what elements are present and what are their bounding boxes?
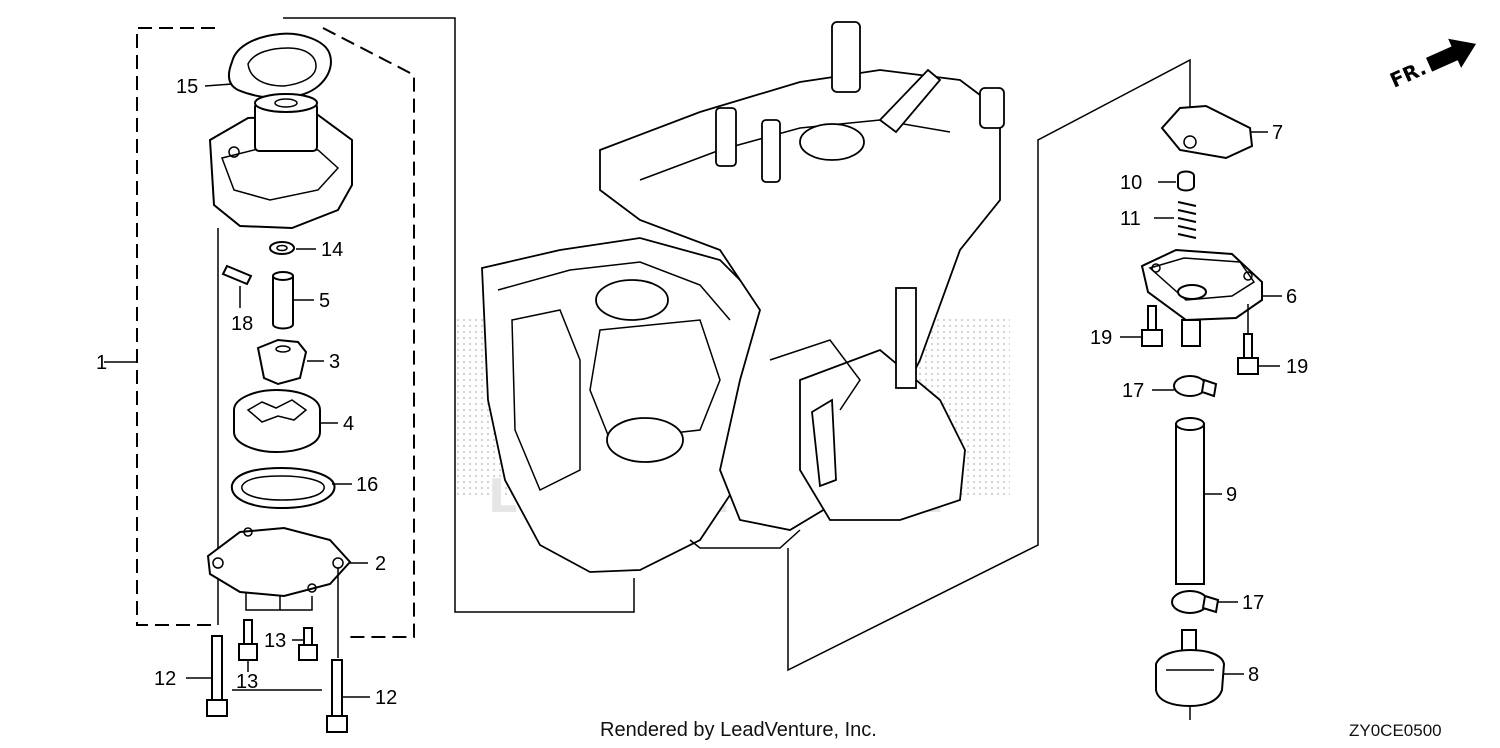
label-18: 18 (231, 313, 253, 335)
label-14: 14 (321, 239, 343, 261)
bolt-13a (238, 619, 258, 661)
label-13a: 13 (236, 671, 258, 693)
dipstick-tube (811, 398, 837, 488)
engine-bracket-line (283, 17, 635, 613)
oil-pump-assembly: 1 2 3 4 5 12 12 13 13 14 15 16 18 (96, 27, 415, 733)
crankcase-edge (497, 261, 731, 321)
label-10: 10 (1120, 172, 1142, 194)
head-stud-c (761, 119, 781, 183)
block-base (689, 529, 801, 549)
pump-body-boss-top (254, 93, 318, 113)
engine-block (283, 17, 1191, 672)
right-bracket-line (787, 58, 1191, 672)
leader-15 (204, 83, 233, 87)
cover-hole-c (243, 527, 253, 537)
head-boss (799, 123, 865, 161)
label-8: 8 (1248, 664, 1259, 686)
gasket-7 (1160, 104, 1254, 160)
shaft-5 (272, 275, 294, 330)
label-3: 3 (329, 351, 340, 373)
inner-rotor-3-hole (275, 345, 291, 353)
footer-credit: Rendered by LeadVenture, Inc. (600, 719, 877, 741)
head-stud-a (831, 21, 861, 93)
long-bolt-12a (206, 635, 228, 717)
crankcase-side (511, 309, 581, 492)
outer-rotor-4 (233, 388, 321, 454)
hose-9-top (1175, 417, 1205, 431)
sump-flange (769, 339, 861, 411)
crankcase-bore (595, 279, 669, 321)
shaft-5-top (272, 271, 294, 281)
label-5: 5 (319, 290, 330, 312)
group-bracket-right (322, 27, 415, 638)
pump-body-hole (228, 146, 240, 158)
group-bracket-left (136, 27, 215, 626)
cover-hole-d (307, 583, 317, 593)
label-1: 1 (96, 352, 107, 374)
diagram-code: ZY0CE0500 (1349, 721, 1442, 740)
crankcase-port (606, 417, 684, 463)
long-bolt-12b (326, 659, 348, 733)
cap-10 (1177, 170, 1195, 192)
label-4: 4 (343, 413, 354, 435)
cover-hole-a (212, 557, 224, 569)
washer-14 (269, 241, 295, 255)
bracket-13a (245, 592, 281, 611)
label-16: 16 (356, 474, 378, 496)
washer-14-hole (276, 244, 288, 252)
block-slot (895, 287, 917, 389)
pump-body-bore (274, 98, 298, 108)
label-19b: 19 (1286, 356, 1308, 378)
right-assembly: 7 10 11 6 19 19 17 9 17 8 (1090, 104, 1308, 720)
label-11: 11 (1120, 208, 1141, 230)
head-breather (878, 68, 942, 134)
pin-18 (221, 264, 253, 286)
label-12a: 12 (154, 668, 176, 690)
label-9: 9 (1226, 484, 1237, 506)
cover-6-nipple (1181, 319, 1201, 347)
cover-6-hole-a (1151, 263, 1161, 273)
valve-8-body (1155, 648, 1226, 708)
crankcase-face (589, 319, 721, 441)
outer-rotor-4-lobes (246, 399, 308, 423)
cover-6-top (1148, 257, 1256, 301)
cover-6-hole-b (1243, 271, 1253, 281)
o-ring-16-inner (241, 475, 325, 501)
cover-6 (1140, 248, 1263, 322)
label-6: 6 (1286, 286, 1297, 308)
bolt-13b (298, 627, 318, 661)
head-stud-b (715, 107, 737, 167)
gasket-15 (227, 32, 332, 99)
label-12b: 12 (375, 687, 397, 709)
cover-6-boss (1177, 284, 1207, 300)
label-17a: 17 (1122, 380, 1144, 402)
front-marker-text: FR. (1386, 56, 1430, 93)
o-ring-16 (230, 466, 336, 510)
front-arrow-icon: FR. (1386, 38, 1477, 93)
bolt-19b (1237, 333, 1259, 375)
clip-17a (1173, 375, 1218, 398)
label-13b: 13 (264, 630, 286, 652)
label-17b: 17 (1242, 592, 1264, 614)
head-stud-d (979, 87, 1005, 129)
hose-9 (1175, 423, 1205, 585)
label-2: 2 (375, 553, 386, 575)
bracket-13b (280, 596, 313, 611)
label-7: 7 (1272, 122, 1283, 144)
label-19a: 19 (1090, 327, 1112, 349)
front-arrow-shape (1426, 38, 1477, 72)
label-15: 15 (176, 76, 198, 98)
gasket-15-inner (247, 47, 317, 87)
inner-rotor-3 (256, 338, 308, 386)
cover-plate-2 (206, 526, 352, 598)
gasket-7-hole (1183, 135, 1197, 149)
spring-11 (1177, 201, 1197, 239)
bolt-19a (1141, 305, 1163, 347)
clip-17b (1171, 590, 1220, 614)
